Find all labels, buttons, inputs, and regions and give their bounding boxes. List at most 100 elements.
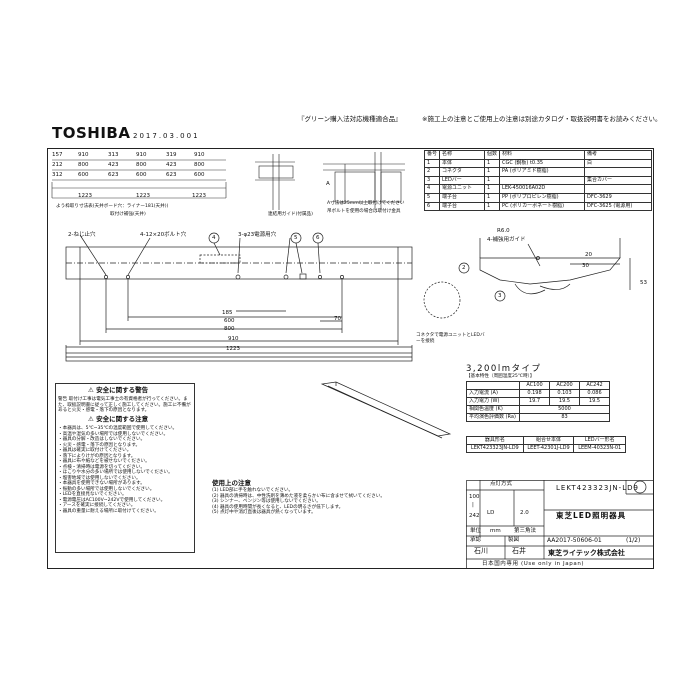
list-item: ・本器具は、5℃~35℃の温度範囲で使用してください。 <box>58 426 178 431</box>
list-item: ・アースを確実に接続してください。 <box>58 503 136 508</box>
bolt-slot-label: 4-12×20ボルト穴 <box>140 232 187 238</box>
spec-title: 【基本特性（周囲温度25℃時）】 <box>466 374 535 379</box>
dim-note-2: 取付け補強(天井) <box>110 212 146 217</box>
title-block-lines <box>466 480 654 569</box>
plan-view-drawing <box>65 232 413 362</box>
caution-header: ⚠ 安全に関する注意 <box>88 415 149 423</box>
reinforce-hole-label: 4-補強用ガイド <box>487 237 526 243</box>
usage-list: (1) LED部に手を触れないでください。 (2) 器具の清掃時は、中性洗剤を薄… <box>212 488 452 516</box>
company-name: 東芝ライテック株式会社 <box>548 549 625 557</box>
callout-3: 3 <box>498 293 502 299</box>
dim-600: 600 <box>224 318 235 324</box>
list-item: ・LEDを直接見ないでください。 <box>58 492 127 497</box>
dim-185: 185 <box>222 310 233 316</box>
warning-header: ⚠ 安全に関する警告 <box>88 386 149 394</box>
list-item: ・塩害地域では使用しないでください。 <box>58 475 141 481</box>
wire-note: A寸法は25mm以上取付けてください <box>327 201 405 206</box>
parts-header-row: 番号 名称 個数 材料 備考 <box>423 150 652 160</box>
guide-label: 連結用ガイド(付属品) <box>268 212 313 217</box>
list-item: ・高温や湿気の多い場所では使用しないでください。 <box>58 431 169 437</box>
drawing-date: 2017.03.001 <box>133 132 200 140</box>
lighting-method-value: LD <box>487 510 495 516</box>
list-item: ・振動の多い場所では使用しないでください。 <box>58 486 155 492</box>
dim-30: 30 <box>582 263 589 269</box>
isometric-fixture-drawing <box>320 381 452 439</box>
warning-text: 警告 取付け工事は電気工事士の有資格者が行ってください。また、取扱説明書に従って… <box>58 397 191 413</box>
list-item: ・器具の重量に耐える場所に取付けてください。 <box>58 508 159 514</box>
ceiling-detail-drawing <box>255 152 405 210</box>
dim-910: 910 <box>228 336 239 342</box>
list-item: ・本器具を使用できない場所があります。 <box>58 481 145 486</box>
dim-53: 53 <box>640 280 647 286</box>
table-row: 相関色温度 (K)5000 <box>466 405 610 414</box>
projection-label: 第三角法 <box>514 528 537 534</box>
list-item: ・火災・感電・落下の原因となります。 <box>58 442 141 448</box>
table-row: 平均演色評価数 (Ra)83 <box>466 413 610 422</box>
dim-1223: 1223 <box>226 346 240 352</box>
green-note: 『グリーン購入法対応機種適合品』 <box>298 115 402 123</box>
product-name: 東芝LED照明器具 <box>556 511 627 520</box>
approve-label: 承認 <box>470 537 482 543</box>
screw-hole-label: 2-ねじ止穴 <box>68 232 96 238</box>
warning-box <box>55 383 195 553</box>
callout-4: 4 <box>212 235 216 241</box>
list-item: ・点検・清掃時は電源を切ってください。 <box>58 464 145 470</box>
radius-label: R6.0 <box>497 228 510 234</box>
caution-triangle-icon: ⚠ <box>88 415 94 423</box>
draw-label: 製図 <box>508 537 520 543</box>
dim-800: 800 <box>224 326 235 332</box>
dim-note-1: よう枠取り寸法表(天井ボード穴：ライナー181(天井)) <box>56 204 169 209</box>
page-number: (1/2) <box>626 537 641 544</box>
knockout-label: 3-φ23電源用穴 <box>238 232 277 238</box>
list-item: ・ほこりや水分の多い場所では使用しないでください。 <box>58 470 173 475</box>
list-item: ・器具は確実に取付けてください。 <box>58 448 132 453</box>
list-item: (5) 点灯中や消灯直後は器具が熱くなっています。 <box>212 510 316 515</box>
brand-logo: TOSHIBA <box>52 124 131 142</box>
model-number: LEKT423323JN-LD9 <box>556 484 639 492</box>
unit-label: 単位 <box>470 528 482 534</box>
connector-note: コネクタで電源ユニットとLEDバーを接続 <box>416 333 485 344</box>
dim-70: 70 <box>334 316 341 322</box>
list-item: ・器具に布や紙などを被せないでください。 <box>58 459 150 464</box>
usage-header: 使用上の注意 <box>212 479 251 487</box>
warning-triangle-icon: ⚠ <box>88 386 94 394</box>
list-item: (4) 器具の使用時間が長くなると、LEDの明るさが低下します。 <box>212 504 344 510</box>
voltage-sep: | <box>472 502 474 508</box>
list-item: ・器具の分解・改造はしないでください。 <box>58 437 146 442</box>
dimension-table-lines <box>51 159 227 199</box>
caution-list: ・本器具は、5℃~35℃の温度範囲で使用してください。 ・高温や湿気の多い場所で… <box>58 426 192 514</box>
unit-value: mm <box>490 528 501 534</box>
caution-note: ※施工上の注意とご使用上の注意は別途カタログ・取扱説明書をお読みください。 <box>422 115 662 123</box>
list-item: (2) 器具の清掃時は、中性洗剤を薄めた液を柔らかい布に含ませて拭いてください。 <box>212 493 385 499</box>
drawing-number: AA2017-50606-01 <box>547 537 602 544</box>
approver-name: 石川 <box>474 547 488 555</box>
bolt-note: 吊ボルトを使用の場合は取付け金具 <box>327 209 401 214</box>
dim-a-label: A <box>326 181 330 187</box>
domestic-use-note: 日本国内専用 (Use only in Japan) <box>482 561 585 567</box>
list-item: (3) シンナー、ベンジン等は使用しないでください。 <box>212 499 321 504</box>
list-item: ・落下によりけがの原因となります。 <box>58 453 136 459</box>
voltage-1: 100 <box>469 494 480 500</box>
lumen-type: 3,200lmタイプ <box>466 364 542 374</box>
callout-6: 6 <box>316 235 320 241</box>
callout-2: 2 <box>462 265 466 271</box>
drawing-sheet <box>47 148 654 569</box>
callout-5: 5 <box>294 235 298 241</box>
voltage-2: 242 <box>469 513 480 519</box>
dim-20: 20 <box>585 252 592 258</box>
